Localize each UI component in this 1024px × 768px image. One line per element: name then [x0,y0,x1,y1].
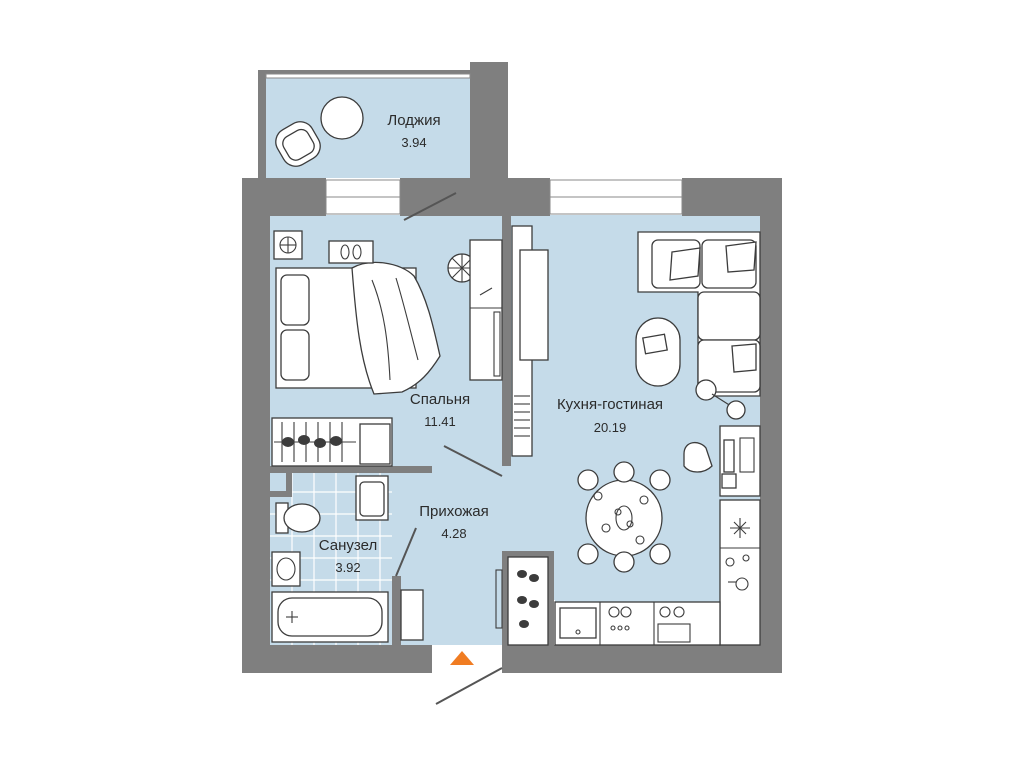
dining-table-icon [585,479,663,557]
cushion-icon [725,241,757,273]
hood-icon [730,518,750,538]
pillow-icon [280,329,310,381]
stove-icon [657,606,691,643]
cushion-icon [731,343,757,373]
room-labels: Лоджия 3.94 Спальня 11.41 Кухня-гостиная… [319,112,663,575]
pillow-icon [280,274,310,326]
bathroom-name: Санузел [319,537,377,554]
hanger-icons [282,435,342,448]
bathroom-furniture [271,475,424,643]
hallway-area: 4.28 [441,526,466,541]
entrance-arrow-icon [450,651,474,665]
cushion-icon [669,247,701,281]
loggia-window [265,73,471,79]
toilet-icon [275,502,321,534]
hallway-name: Прихожая [419,503,489,520]
bedroom-furniture [271,230,503,467]
armchair-icon [275,121,321,167]
office-chair-icon [683,442,713,473]
bedroom-name: Спальня [410,391,470,408]
loggia-furniture [275,96,364,167]
kitchen-furniture [495,225,761,646]
tv-icon [519,249,549,361]
bathroom-door [395,527,417,577]
washbasin-icon [271,551,301,587]
kitchen-name: Кухня-гостиная [557,396,663,413]
slippers-mat-icon [328,240,374,264]
walls [242,62,782,673]
round-table-icon [320,96,364,140]
bathroom-area: 3.92 [335,560,360,575]
monitor-icon [723,439,735,473]
floor-lamp-icon [695,379,746,420]
hall-wardrobe-icon [507,556,549,646]
utensils-icon [608,606,632,631]
bedroom-area: 11.41 [424,414,456,429]
entrance-door [435,667,503,705]
mixer-icon [725,554,750,591]
windows [265,73,683,215]
blanket-icon [351,261,441,395]
loggia-name: Лоджия [387,112,440,129]
doors [395,192,503,705]
loggia-door [403,192,457,221]
dresser-icon [469,239,503,381]
dining-chair-icons [577,461,671,573]
nightstand-icon [273,230,303,260]
loggia-area: 3.94 [401,135,426,150]
sink-icon [559,607,597,639]
kitchen-area: 20.19 [594,420,627,435]
hall-shelf-icon [400,589,424,641]
bedroom-door [443,445,503,477]
